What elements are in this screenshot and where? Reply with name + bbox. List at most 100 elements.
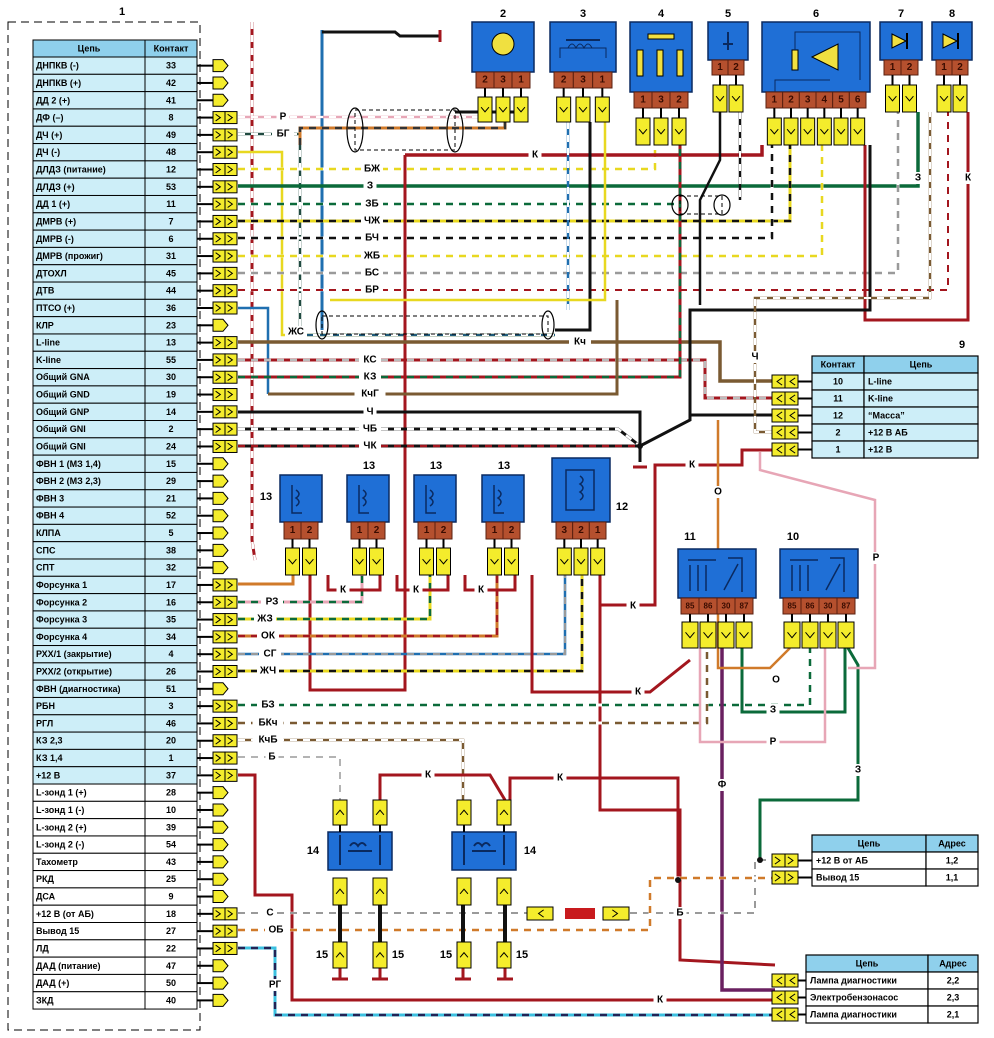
- connector-chevron-icon: [739, 631, 749, 639]
- connector-chevron-icon: [721, 631, 731, 639]
- connector-chevron-icon: [776, 1010, 783, 1019]
- wire: [716, 420, 791, 670]
- circuit-name: ПТСО (+): [36, 303, 75, 313]
- diode-icon: [942, 33, 959, 49]
- connector-chevron-icon: [215, 131, 222, 139]
- connector-chevron-icon: [227, 650, 234, 658]
- connector-chevron-icon: [215, 304, 222, 312]
- diode-icon: [891, 33, 908, 49]
- table-row: [32, 748, 198, 768]
- contact-number: 21: [166, 493, 176, 503]
- connector: [372, 799, 388, 826]
- wire-label: ОБ: [265, 924, 287, 936]
- connector-chevron-icon: [422, 558, 431, 565]
- contact-number: 4: [168, 649, 173, 659]
- wire-label-bg: [766, 704, 780, 716]
- connector: [212, 924, 226, 938]
- shield-outline: [321, 315, 549, 335]
- connector-chevron-icon: [715, 95, 725, 102]
- table-row: [32, 731, 198, 750]
- table-row: [32, 523, 198, 543]
- wires-layer: [238, 22, 970, 1017]
- connector-chevron-icon: [507, 558, 516, 565]
- connector-chevron-icon: [372, 558, 381, 565]
- wire-label: ЖБ: [361, 250, 383, 262]
- wire-label-bg: [421, 769, 435, 781]
- connector: [369, 547, 384, 576]
- connector: [902, 84, 917, 113]
- contact-number: 25: [166, 874, 176, 884]
- relay-icon: [790, 557, 845, 592]
- connector: [771, 374, 786, 389]
- column-header: Цепь: [78, 44, 101, 54]
- connector-chevron-icon: [227, 702, 234, 710]
- wire-label: Б: [265, 751, 279, 763]
- contact-number: 14: [166, 407, 176, 417]
- connector: [224, 301, 238, 315]
- connector-chevron-icon: [227, 165, 234, 174]
- contact-number: 17: [166, 580, 176, 590]
- connector-chevron-icon: [776, 428, 783, 437]
- contact-number: 22: [166, 943, 176, 953]
- connector-chevron-icon: [576, 558, 586, 565]
- connector-chevron-icon: [685, 631, 695, 639]
- wire-label-text: О: [772, 675, 780, 686]
- connector-chevron-icon: [789, 377, 796, 386]
- table-row: [32, 870, 198, 889]
- wire-label-bg: [361, 198, 383, 210]
- connector: [224, 630, 238, 644]
- wire: [238, 575, 295, 586]
- resistor-icon: [647, 33, 675, 40]
- connector: [212, 682, 229, 696]
- table-row: [32, 91, 198, 110]
- wire: [863, 112, 970, 322]
- shield-outline: [679, 195, 723, 215]
- connector-chevron-icon: [215, 944, 222, 953]
- wire-label: К: [553, 772, 567, 784]
- connector-chevron-icon: [955, 95, 965, 102]
- wire-label-text: Кч: [574, 337, 586, 348]
- wire-label-text: ЧЖ: [364, 216, 381, 227]
- connector-chevron-icon: [227, 217, 234, 226]
- wire: [238, 132, 302, 335]
- shield-icon: [446, 107, 464, 153]
- wire: [238, 145, 774, 240]
- circuit-name: ДНПКВ (+): [36, 78, 81, 88]
- wire-label: ЖЧ: [257, 665, 279, 677]
- circuit-name: Общий GNI: [36, 441, 86, 451]
- pin-number: 2: [907, 62, 913, 73]
- circuit: +12 В АБ: [868, 428, 908, 438]
- wire-label-text: З: [915, 173, 921, 184]
- connector-chevron-icon: [227, 598, 234, 607]
- wire-label-bg: [361, 250, 383, 262]
- wire-label-bg: [359, 371, 381, 383]
- connector: [594, 96, 610, 123]
- wire-label-bg: [715, 779, 729, 791]
- connector-chevron-icon: [789, 428, 796, 437]
- junction-dot: [675, 877, 681, 883]
- connector: [784, 391, 799, 406]
- connector: [671, 117, 687, 146]
- coil-icon: [565, 469, 595, 511]
- circuit-name: КЗ 2,3: [36, 736, 62, 746]
- connector: [224, 388, 238, 402]
- connector: [212, 474, 229, 488]
- wire-label: СГ: [259, 648, 281, 660]
- wire-label-bg: [363, 180, 377, 192]
- wire-label-bg: [361, 284, 383, 296]
- connector: [419, 547, 434, 576]
- circuit-name: ДЧ (-): [36, 147, 60, 157]
- wire-label: О: [711, 486, 725, 498]
- wire-label-bg: [257, 630, 279, 642]
- contact-number: 32: [166, 563, 176, 573]
- wire-label: БС: [361, 267, 383, 279]
- connector-chevron-icon: [674, 128, 684, 135]
- circuit-name: КЛПА: [36, 528, 61, 538]
- contact-number: 30: [166, 372, 176, 382]
- connector-chevron-icon: [227, 356, 234, 364]
- connector-chevron-icon: [789, 445, 796, 454]
- connector: [456, 877, 472, 906]
- wire-label-text: ЗБ: [365, 199, 378, 210]
- circuit: +12 В: [868, 445, 893, 455]
- wire-label-text: Р: [280, 112, 287, 123]
